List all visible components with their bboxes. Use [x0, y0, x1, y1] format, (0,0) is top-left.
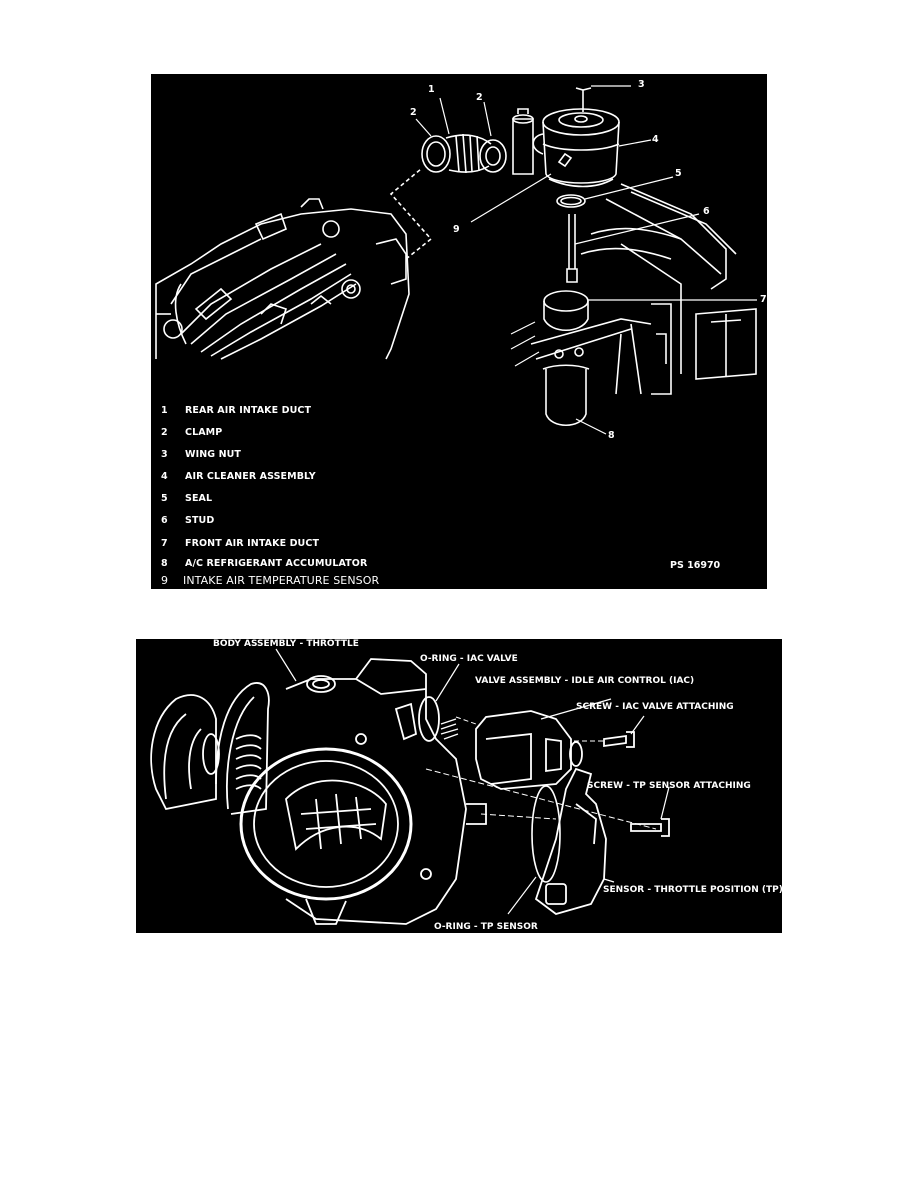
iac-screw-drawing — [603, 734, 627, 748]
throttle-shaft-drawing — [466, 803, 487, 825]
oring-iac-drawing — [418, 696, 440, 742]
label-screw-tp-sensor: SCREW - TP SENSOR ATTACHING — [587, 781, 751, 791]
label-oring-tp-sensor: O-RING - TP SENSOR — [434, 922, 538, 932]
throttle-lever-drawing — [150, 682, 270, 815]
engine-drawing — [155, 198, 410, 360]
callout-9: 9 — [453, 224, 460, 235]
rear-intake-duct-drawing — [421, 108, 534, 175]
label-iac-valve-assembly: VALVE ASSEMBLY - IDLE AIR CONTROL (IAC) — [475, 676, 695, 686]
leader-lines — [415, 85, 757, 435]
callout-5: 5 — [675, 168, 682, 179]
label-sensor-tp: SENSOR - THROTTLE POSITION (TP) — [603, 885, 782, 895]
leader-lines — [275, 648, 670, 915]
oring-tp-drawing — [531, 785, 561, 883]
callout-4: 4 — [652, 134, 659, 145]
label-oring-iac-valve: O-RING - IAC VALVE — [420, 654, 518, 664]
callout-2-front: 2 — [476, 92, 483, 103]
tp-screw-drawing — [630, 823, 662, 832]
callout-8: 8 — [608, 430, 615, 441]
throttle-body-illustration — [150, 648, 670, 925]
figure-code: PS 16970 — [670, 560, 721, 571]
callout-1: 1 — [428, 84, 435, 95]
iac-valve-drawing — [475, 710, 583, 790]
front-intake-duct-drawing — [530, 290, 652, 360]
vehicle-body-drawing — [580, 183, 757, 395]
air-cleaner-illustration — [155, 85, 757, 435]
callout-6: 6 — [703, 206, 710, 217]
callout-3: 3 — [638, 79, 645, 90]
air-cleaner-assembly-drawing — [532, 87, 620, 188]
throttle-spring-drawing — [235, 734, 262, 790]
label-screw-iac-valve: SCREW - IAC VALVE ATTACHING — [576, 702, 734, 712]
throttle-body-block-drawing — [239, 658, 467, 925]
throttle-body-diagram: BODY ASSEMBLY - THROTTLE O-RING - IAC VA… — [136, 639, 782, 933]
callout-7: 7 — [760, 294, 767, 305]
callout-2-rear: 2 — [410, 107, 417, 118]
label-body-assembly-throttle: BODY ASSEMBLY - THROTTLE — [213, 639, 359, 649]
air-cleaner-diagram: 1 2 2 3 4 5 6 7 8 9 1 REAR AIR INTAKE DU… — [151, 74, 767, 589]
